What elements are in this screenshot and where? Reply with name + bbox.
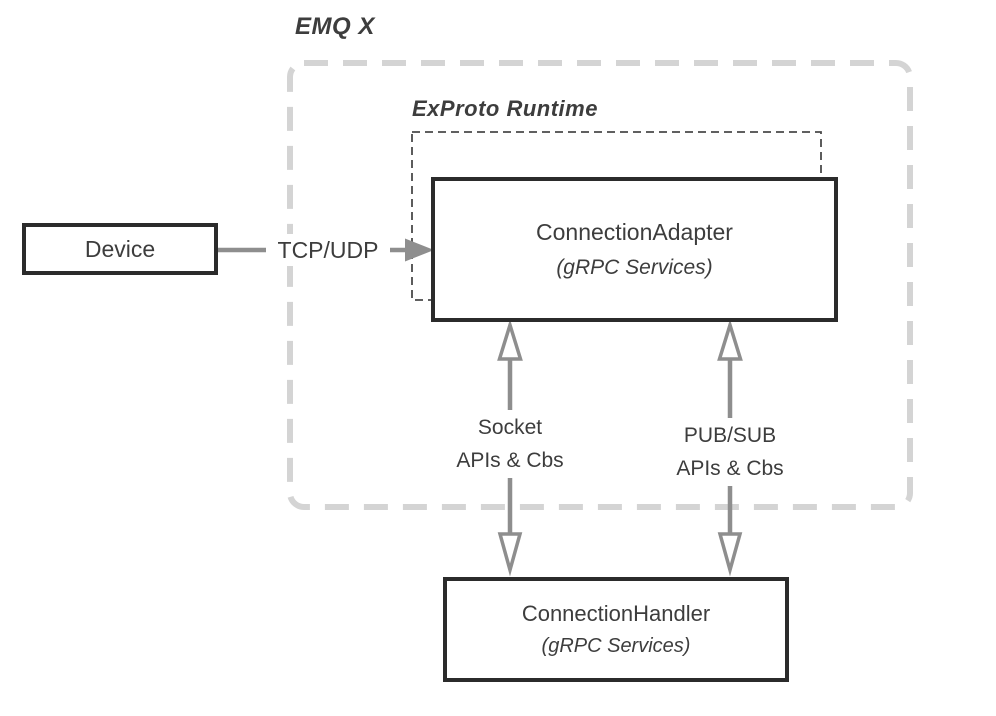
tcp-udp-arrowhead-icon [405, 238, 434, 262]
emqx-group-label: EMQ X [295, 13, 375, 40]
pubsub-edge-label-line2: APIs & Cbs [676, 457, 784, 480]
socket-edge-label-line2: APIs & Cbs [456, 449, 564, 472]
socket-arrowhead-up-icon [497, 319, 523, 361]
connection-adapter-subtitle: (gRPC Services) [556, 256, 713, 279]
connection-adapter-node: ConnectionAdapter (gRPC Services) [431, 177, 838, 322]
socket-edge-label: Socket APIs & Cbs [448, 410, 572, 478]
pubsub-arrowhead-up-icon [717, 319, 743, 361]
emqx-boundary [287, 60, 913, 510]
connection-handler-title: ConnectionHandler [521, 601, 711, 626]
pubsub-edge-label-line1: PUB/SUB [683, 424, 777, 447]
tcp-udp-edge-label: TCP/UDP [266, 234, 390, 266]
pubsub-edge-label: PUB/SUB APIs & Cbs [666, 418, 794, 486]
device-node: Device [22, 223, 218, 275]
device-label: Device [84, 235, 156, 262]
connection-handler-subtitle: (gRPC Services) [541, 635, 691, 657]
socket-edge-label-line1: Socket [477, 416, 543, 439]
pubsub-arrowhead-down-icon [717, 532, 743, 577]
connection-handler-node: ConnectionHandler (gRPC Services) [443, 577, 789, 682]
socket-arrowhead-down-icon [497, 532, 523, 577]
exproto-group-label: ExProto Runtime [412, 96, 598, 121]
connection-adapter-title: ConnectionAdapter [536, 219, 733, 245]
